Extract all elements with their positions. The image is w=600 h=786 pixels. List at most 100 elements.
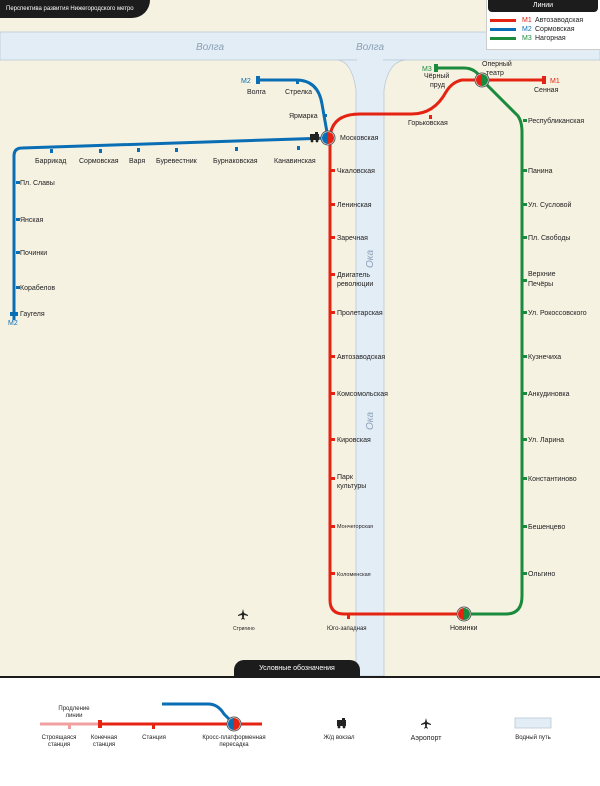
station-strelka: Стрелка bbox=[285, 89, 312, 96]
station-yanskaya: Янская bbox=[20, 217, 44, 224]
tick-kanavinskaya bbox=[297, 146, 300, 150]
station-olgino: Ольгино bbox=[528, 571, 555, 578]
station-respublikanskaya: Республиканская bbox=[528, 117, 584, 125]
station-operny-2: театр bbox=[486, 70, 504, 77]
tick-respublikanskaya bbox=[523, 119, 527, 122]
legend-rail-icon bbox=[337, 718, 346, 729]
legend-row-m2: M2 Сормовская bbox=[490, 25, 600, 34]
station-korabelov: Корабелов bbox=[20, 284, 55, 292]
tick-burnakovskaya bbox=[235, 147, 238, 151]
tick-sormovskaya bbox=[99, 149, 102, 153]
legend-station-label: Станция bbox=[142, 735, 166, 741]
code-m1-right: M1 bbox=[550, 78, 560, 85]
legend-construction-mark bbox=[68, 725, 71, 729]
legend-rail-label: Ж/д вокзал bbox=[323, 735, 355, 741]
tick-kolomenskaya bbox=[331, 572, 335, 575]
terminus-markers: M2 M2 M1 M3 bbox=[8, 64, 560, 327]
tick-strelka bbox=[296, 80, 299, 84]
legend-extension-line2: линии bbox=[65, 713, 83, 719]
station-kanavinskaya: Канавинская bbox=[274, 158, 316, 165]
oka-river bbox=[337, 59, 406, 677]
station-avtozavodskaya: Автозаводская bbox=[337, 354, 385, 361]
tick-chkalovskaya bbox=[331, 169, 335, 172]
station-beshentsevo: Бешенцево bbox=[528, 524, 565, 531]
station-varya: Варя bbox=[129, 158, 145, 165]
station-komsomolskaya: Комсомольская bbox=[337, 391, 388, 398]
tick-korabelov bbox=[16, 286, 20, 289]
station-burevestnik: Буревестник bbox=[156, 158, 198, 165]
station-gorkovskaya: Горьковская bbox=[408, 120, 448, 127]
tick-komsomolskaya bbox=[331, 392, 335, 395]
legend-m2-code: M2 bbox=[522, 26, 532, 33]
legend-terminus-label: Конечная станция bbox=[82, 735, 126, 749]
station-barrikad: Баррикад bbox=[35, 158, 66, 165]
tick-panina bbox=[523, 169, 527, 172]
station-kuznechiha: Кузнечиха bbox=[528, 354, 561, 361]
legend-construction-line1: Строящаяся bbox=[41, 735, 77, 741]
line-m2-sormovskaya bbox=[12, 78, 330, 320]
tick-avtozavodskaya bbox=[331, 355, 335, 358]
station-monchegorskaya: Мончегорская bbox=[337, 524, 373, 530]
terminus-sennaya bbox=[542, 76, 546, 84]
code-m2-top: M2 bbox=[241, 78, 251, 85]
station-chkalovskaya: Чкаловская bbox=[337, 168, 375, 175]
station-dvigatel-1: Двигатель bbox=[337, 272, 370, 279]
transfer-novinki bbox=[456, 606, 472, 622]
legend-waterway-label: Водный путь bbox=[515, 735, 551, 741]
station-dvigatel-2: революции bbox=[337, 281, 373, 288]
tick-verhnie-pechery bbox=[523, 279, 527, 282]
legend-transfer-line2: пересадка bbox=[219, 742, 249, 748]
legend-terminus-line2: станция bbox=[92, 742, 116, 748]
tick-proletarskaya bbox=[331, 311, 335, 314]
legend-airport-label: Аэропорт bbox=[410, 735, 442, 742]
terminus-volga bbox=[256, 76, 260, 84]
tick-pochinki bbox=[16, 251, 20, 254]
tick-zarechnaya bbox=[331, 236, 335, 239]
volga-label-left: Волга bbox=[196, 42, 224, 53]
transfer-operny-teatr bbox=[474, 72, 490, 88]
symbols-legend-title: Условные обозначения bbox=[234, 660, 360, 676]
code-m2-bottom: M2 bbox=[8, 320, 18, 327]
station-sormovskaya: Сормовская bbox=[79, 158, 119, 165]
tick-rokossovskogo bbox=[523, 311, 527, 314]
oka-label-upper: Ока bbox=[365, 250, 376, 269]
tick-varya bbox=[137, 148, 140, 152]
tick-dvigatel bbox=[331, 273, 335, 276]
tick-yarmarka bbox=[323, 114, 327, 117]
tick-monchegorskaya bbox=[331, 525, 335, 528]
station-pochinki: Починки bbox=[20, 250, 47, 257]
tick-barrikad bbox=[50, 149, 53, 153]
legend-m2-name: Сормовская bbox=[535, 26, 575, 33]
tick-kuznechiha bbox=[523, 355, 527, 358]
legend-m3-code: M3 bbox=[522, 35, 532, 42]
tick-pl-slavy bbox=[16, 181, 20, 184]
legend-construction-label: Строящаяся станция bbox=[34, 735, 84, 749]
station-konstantinovo: Константиново bbox=[528, 476, 577, 483]
tick-yanskaya bbox=[16, 218, 20, 221]
station-ticks bbox=[16, 80, 327, 289]
line-m3-nagornaya bbox=[436, 66, 524, 616]
station-ticks-m1 bbox=[331, 115, 432, 619]
tick-larina bbox=[523, 438, 527, 441]
legend-m1-code: M1 bbox=[522, 17, 532, 24]
legend-m3-swatch bbox=[490, 37, 516, 40]
airport-icon bbox=[238, 609, 248, 620]
tick-beshentsevo bbox=[523, 525, 527, 528]
station-panina: Панина bbox=[528, 168, 553, 175]
station-larina: Ул. Ларина bbox=[528, 437, 564, 444]
terminus-cherny-prud bbox=[434, 64, 438, 72]
transfer-moskovskaya bbox=[320, 130, 336, 146]
station-verhnie-2: Печёры bbox=[528, 281, 553, 288]
symbols-legend-graphics bbox=[40, 702, 552, 732]
station-cherny-1: Чёрный bbox=[424, 72, 449, 80]
station-novinki: Новинки bbox=[450, 625, 478, 632]
tick-leninskaya bbox=[331, 203, 335, 206]
legend-row-m1: M1 Автозаводская bbox=[490, 16, 600, 25]
volga-label-right: Волга bbox=[356, 42, 384, 53]
station-gaugelya: Гаугеля bbox=[20, 311, 45, 318]
station-kirovskaya: Кировская bbox=[337, 437, 371, 444]
legend-m1-swatch bbox=[490, 19, 516, 22]
station-ticks-m3 bbox=[523, 119, 527, 575]
station-yarmarka: Ярмарка bbox=[289, 113, 318, 120]
legend-transfer-circle bbox=[226, 716, 242, 732]
